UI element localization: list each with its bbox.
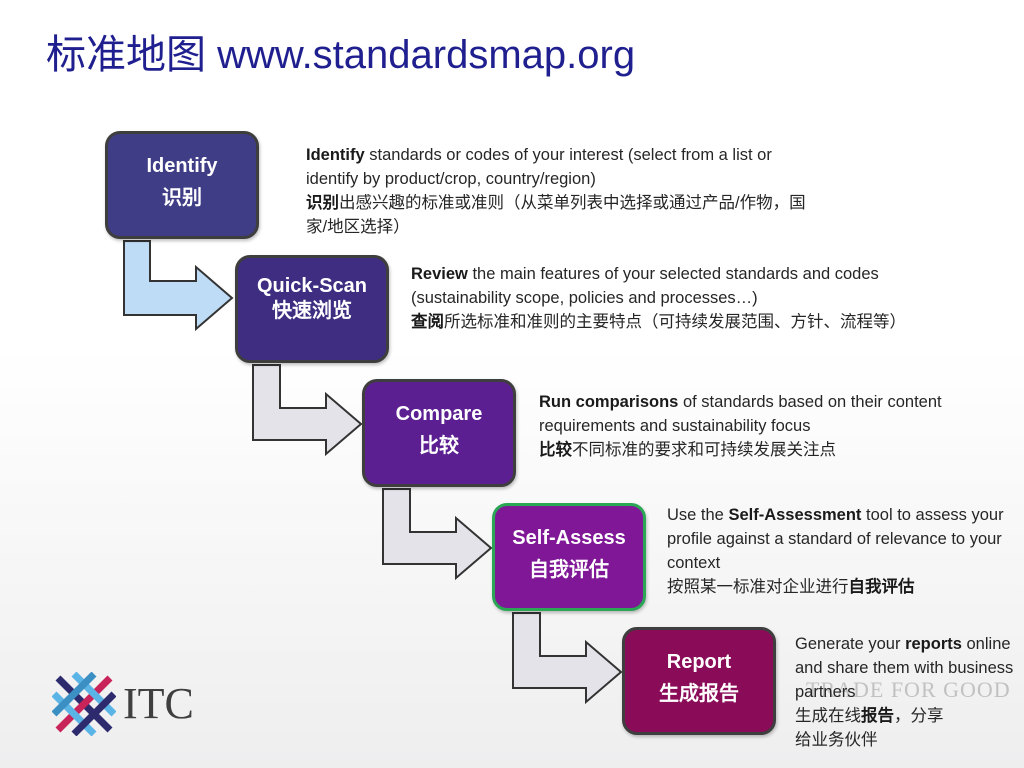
desc-report-zh-rest: ，分享给业务伙伴 <box>795 707 944 749</box>
desc-selfassess-zh-bold: 自我评估 <box>848 578 915 596</box>
arrow-selfassess-to-report <box>512 612 623 705</box>
step-selfassess-en: Self-Assess <box>512 527 626 549</box>
desc-identify-zh-bold: 识别 <box>306 194 339 212</box>
desc-selfassess: Use the Self-Assessment tool to assess y… <box>667 503 1017 599</box>
desc-report-rest: online and share them with business part… <box>795 635 1014 701</box>
desc-identify-en: Identify standards or codes of your inte… <box>306 143 826 191</box>
desc-report-pre: Generate your <box>795 635 906 653</box>
step-compare-zh: 比较 <box>419 435 459 457</box>
step-quickscan-en: Quick-Scan <box>256 275 368 297</box>
desc-report-zh-pre: 生成在线 <box>795 707 861 725</box>
desc-report-zh: 生成在线报告，分享给业务伙伴 <box>795 704 955 752</box>
desc-selfassess-zh: 按照某一标准对企业进行自我评估 <box>667 575 1017 599</box>
step-quickscan-zh: 快速浏览 <box>272 300 352 322</box>
desc-selfassess-zh-pre: 按照某一标准对企业进行 <box>667 578 849 596</box>
desc-selfassess-en: Use the Self-Assessment tool to assess y… <box>667 503 1017 575</box>
desc-compare-rest: of standards based on their content requ… <box>539 393 942 435</box>
desc-compare: Run comparisons of standards based on th… <box>539 390 979 462</box>
desc-compare-zh-bold: 比较 <box>539 441 572 459</box>
arrow-quickscan-to-compare <box>252 364 363 457</box>
desc-identify-zh-rest: 出感兴趣的标准或准则（从菜单列表中选择或通过产品/作物，国家/地区选择） <box>306 194 806 236</box>
watermark: TRADE FOR GOOD <box>806 677 1011 702</box>
desc-report-en: Generate your reports online and share t… <box>795 632 1020 704</box>
desc-quickscan-en: Review the main features of your selecte… <box>411 262 931 310</box>
desc-compare-bold: Run comparisons <box>539 393 679 411</box>
desc-quickscan: Review the main features of your selecte… <box>411 262 931 334</box>
itc-logo-text: ITC <box>123 679 194 728</box>
step-identify-zh: 识别 <box>162 187 202 209</box>
arrow-identify-to-quickscan <box>123 240 234 332</box>
desc-quickscan-zh-bold: 查阅 <box>411 313 444 331</box>
desc-report: Generate your reports online and share t… <box>795 632 1020 752</box>
step-identify-en: Identify <box>146 155 218 177</box>
step-selfassess: Self-Assess 自我评估 <box>492 503 646 611</box>
desc-identify: Identify standards or codes of your inte… <box>306 143 826 239</box>
step-selfassess-zh: 自我评估 <box>529 559 609 581</box>
desc-compare-zh-rest: 不同标准的要求和可持续发展关注点 <box>572 441 836 459</box>
desc-quickscan-rest: the main features of your selected stand… <box>411 265 879 307</box>
desc-report-zh-bold: 报告 <box>861 707 894 725</box>
desc-quickscan-zh: 查阅所选标准和准则的主要特点（可持续发展范围、方针、流程等） <box>411 310 931 334</box>
desc-selfassess-bold: Self-Assessment <box>728 506 862 524</box>
desc-report-bold: reports <box>905 635 962 653</box>
desc-identify-rest: standards or codes of your interest (sel… <box>306 146 772 188</box>
desc-quickscan-bold: Review <box>411 265 468 283</box>
desc-identify-bold: Identify <box>306 146 365 164</box>
step-report-zh: 生成报告 <box>659 683 739 705</box>
step-report: Report 生成报告 <box>622 627 776 735</box>
step-compare-en: Compare <box>395 403 483 425</box>
desc-identify-zh: 识别出感兴趣的标准或准则（从菜单列表中选择或通过产品/作物，国家/地区选择） <box>306 191 806 239</box>
step-identify: Identify 识别 <box>105 131 259 239</box>
itc-logo-icon <box>52 672 116 736</box>
step-compare: Compare 比较 <box>362 379 516 487</box>
page-title: 标准地图 www.standardsmap.org <box>46 33 636 77</box>
desc-compare-en: Run comparisons of standards based on th… <box>539 390 979 438</box>
step-quickscan: Quick-Scan 快速浏览 <box>235 255 389 363</box>
desc-selfassess-rest: tool to assess your profile against a st… <box>667 506 1004 572</box>
desc-quickscan-zh-rest: 所选标准和准则的主要特点（可持续发展范围、方针、流程等） <box>444 313 906 331</box>
step-report-en: Report <box>666 651 732 673</box>
arrow-compare-to-selfassess <box>382 488 493 581</box>
desc-compare-zh: 比较不同标准的要求和可持续发展关注点 <box>539 438 979 462</box>
desc-selfassess-pre: Use the <box>667 506 729 524</box>
